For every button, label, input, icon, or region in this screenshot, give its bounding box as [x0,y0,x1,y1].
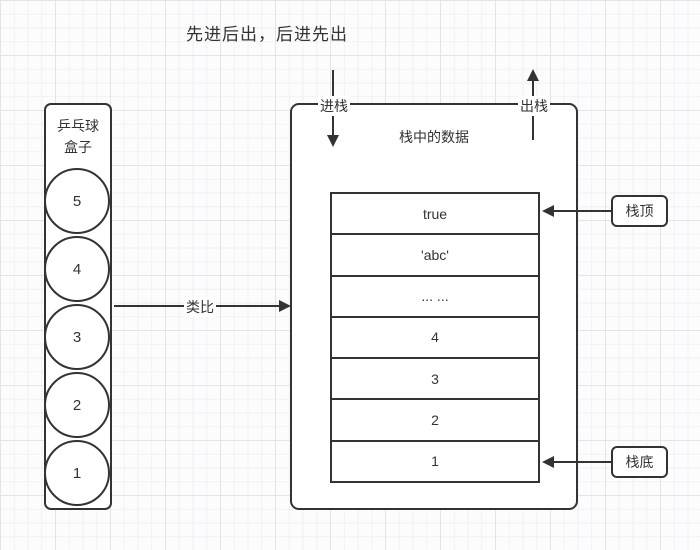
ball-3: 3 [44,304,110,370]
stack-row-abc: 'abc' [332,235,538,277]
stack-row-3: 3 [332,359,538,401]
stack-top-arrow-head-icon [542,205,554,217]
pingpong-box-label-line1: 乒乓球 [57,118,99,134]
stack-table: true 'abc' ... ... 4 3 2 1 [330,192,540,483]
stack-row-2: 2 [332,400,538,442]
stack-row-1-value: 1 [431,453,439,470]
pop-arrow-head-icon [527,69,539,81]
ball-1-number: 1 [72,464,82,482]
ball-5: 5 [44,168,110,234]
stack-row-2-value: 2 [431,412,439,429]
stack-row-4-value: 4 [431,329,439,346]
stack-row-true: true [332,194,538,236]
ball-5-number: 5 [72,192,82,210]
ball-2-number: 2 [72,396,82,414]
push-arrow-head-icon [327,135,339,147]
ball-4-number: 4 [72,260,82,278]
stack-container-title: 栈中的数据 [399,129,469,145]
analogy-arrow-head-icon [279,300,291,312]
stack-bottom-tag-label: 栈底 [625,454,654,470]
pop-arrow-label: 出栈 [518,96,550,116]
stack-row-abc-value: 'abc' [421,246,449,263]
ball-4: 4 [44,236,110,302]
stack-row-dots-value: ... ... [421,288,449,305]
stack-bottom-arrow-head-icon [542,456,554,468]
stack-bottom-arrow-line [552,461,611,463]
stack-row-true-value: true [422,205,448,222]
ball-3-number: 3 [72,328,82,346]
ball-1: 1 [44,440,110,506]
pingpong-box: 乒乓球 盒子 5 4 3 2 1 [44,103,112,510]
diagram-title: 先进后出，后进先出 [186,25,348,44]
pingpong-box-label: 乒乓球 盒子 [46,116,110,158]
stack-row-1: 1 [332,442,538,481]
ball-2: 2 [44,372,110,438]
stack-top-arrow-line [552,210,611,212]
pingpong-box-label-line2: 盒子 [64,139,92,155]
stack-bottom-tag: 栈底 [611,446,668,478]
stack-top-tag-label: 栈顶 [625,203,654,219]
stack-row-dots: ... ... [332,277,538,318]
stack-top-tag: 栈顶 [611,195,668,227]
analogy-arrow-label: 类比 [184,297,216,317]
push-arrow-label: 进栈 [318,96,350,116]
stack-row-3-value: 3 [431,370,439,387]
stack-container: 栈中的数据 true 'abc' ... ... 4 3 2 1 [290,103,578,510]
stack-row-4: 4 [332,318,538,360]
